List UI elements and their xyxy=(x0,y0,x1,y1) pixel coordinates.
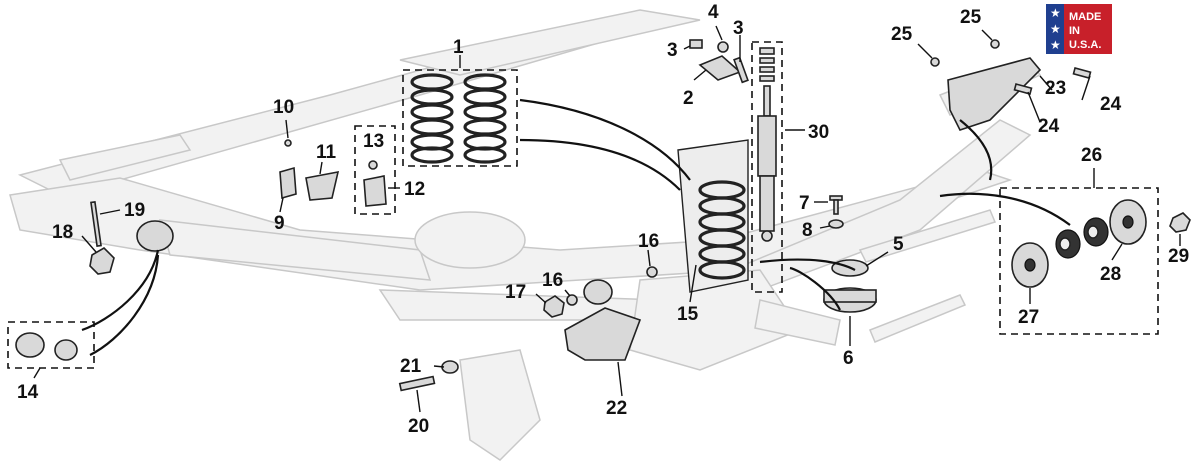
coil-spring-left xyxy=(410,73,454,164)
track-bar-bushing-kit xyxy=(999,187,1191,335)
callout-1: 1 xyxy=(453,37,464,58)
svg-text:★: ★ xyxy=(1050,22,1061,36)
chassis-frame-illustration xyxy=(9,9,1042,461)
callout-12: 12 xyxy=(404,179,425,200)
coil-spring-right xyxy=(463,73,507,164)
callout-22: 22 xyxy=(606,398,627,419)
coil-springs-pair xyxy=(402,69,518,167)
callout-numbers: 1 2 3 3 4 5 6 7 8 9 10 11 12 13 14 15 16… xyxy=(17,2,1189,437)
u-bracket xyxy=(564,307,642,361)
badge-line-1: MADE xyxy=(1069,11,1101,23)
badge-line-3: U.S.A. xyxy=(1069,39,1101,51)
track-bar-bracket xyxy=(930,39,1092,131)
bump-stops xyxy=(279,125,396,215)
callout-5: 5 xyxy=(893,234,904,255)
callout-21: 21 xyxy=(400,356,422,377)
callout-25b: 25 xyxy=(960,7,982,28)
callout-9: 9 xyxy=(274,213,285,234)
callout-26: 26 xyxy=(1081,145,1102,166)
callout-29: 29 xyxy=(1168,246,1189,267)
callout-8: 8 xyxy=(802,220,813,241)
callout-14: 14 xyxy=(17,382,39,403)
bolt-and-washer-lower xyxy=(398,360,459,392)
callout-3b: 3 xyxy=(733,18,744,39)
installed-coil-spring xyxy=(677,139,749,293)
callout-18: 18 xyxy=(52,222,73,243)
bolt-and-washer xyxy=(828,195,844,229)
shock-absorber xyxy=(751,41,783,293)
badge-line-2: IN xyxy=(1069,25,1080,37)
callout-7: 7 xyxy=(799,193,810,214)
rear-bushings xyxy=(543,266,658,318)
callout-4: 4 xyxy=(708,2,719,23)
control-arm-bushings xyxy=(7,201,174,369)
svg-text:★: ★ xyxy=(1050,38,1061,52)
svg-text:★: ★ xyxy=(1050,6,1061,20)
made-in-usa-badge: ★ ★ ★ MADE IN U.S.A. xyxy=(1046,4,1112,54)
callout-30: 30 xyxy=(808,122,829,143)
callout-28: 28 xyxy=(1100,264,1121,285)
callout-27: 27 xyxy=(1018,307,1039,328)
callout-24a: 24 xyxy=(1100,94,1122,115)
callout-16b: 16 xyxy=(542,270,563,291)
callout-19: 19 xyxy=(124,200,145,221)
upper-spring-bracket xyxy=(689,39,749,84)
callout-16a: 16 xyxy=(638,231,659,252)
callout-10: 10 xyxy=(273,97,294,118)
callout-24b: 24 xyxy=(1038,116,1060,137)
callout-23: 23 xyxy=(1045,78,1066,99)
callout-15: 15 xyxy=(677,304,699,325)
callout-2: 2 xyxy=(683,88,694,109)
callout-20: 20 xyxy=(408,416,429,437)
callout-25a: 25 xyxy=(891,24,913,45)
callout-3a: 3 xyxy=(667,40,678,61)
callout-17: 17 xyxy=(505,282,526,303)
callout-6: 6 xyxy=(843,348,854,369)
leader-lines xyxy=(33,25,1181,413)
callout-11: 11 xyxy=(316,142,337,163)
callout-13: 13 xyxy=(363,131,384,152)
